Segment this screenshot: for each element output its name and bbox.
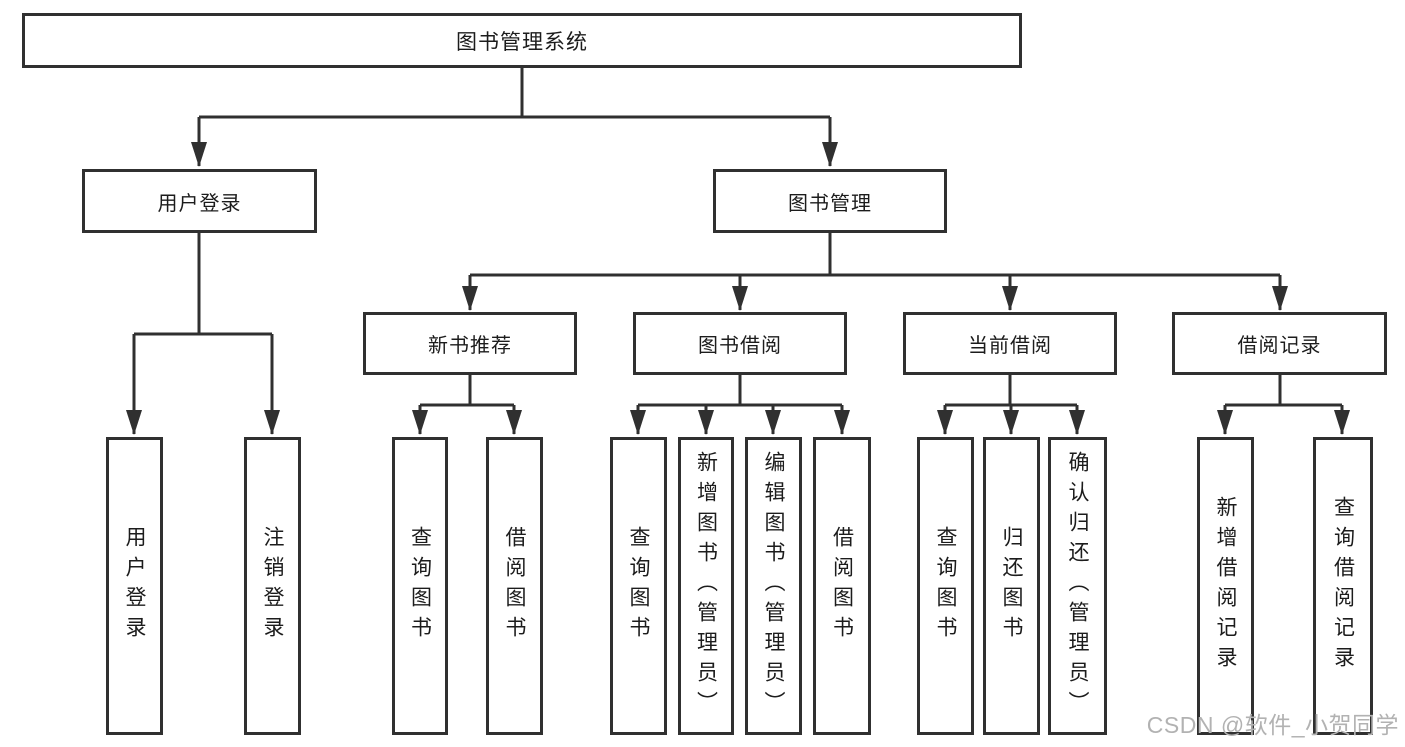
leaf-edit-books-admin: 编辑图书（管理员）: [745, 437, 802, 735]
node-borrow-records: 借阅记录: [1172, 312, 1387, 375]
node-current-borrowing: 当前借阅: [903, 312, 1117, 375]
node-new-book-recommend: 新书推荐: [363, 312, 577, 375]
node-label: 图书管理系统: [456, 30, 588, 54]
csdn-watermark: CSDN @软件_小贺同学: [1146, 712, 1399, 738]
node-label: 图书管理: [788, 192, 872, 215]
leaf-query-books-recommend: 查询图书: [392, 437, 448, 735]
leaf-add-books-admin: 新增图书（管理员）: [678, 437, 734, 735]
leaf-logout: 注销登录: [244, 437, 301, 735]
leaf-add-borrow-record: 新增借阅记录: [1197, 437, 1254, 735]
node-label: 借阅记录: [1237, 335, 1322, 357]
leaf-query-borrow-record: 查询借阅记录: [1313, 437, 1373, 735]
node-user-login: 用户登录: [82, 169, 317, 233]
node-book-borrowing: 图书借阅: [633, 312, 847, 375]
node-label: 查询图书: [934, 526, 957, 646]
leaf-query-books-borrowing: 查询图书: [610, 437, 667, 735]
leaf-return-books: 归还图书: [983, 437, 1040, 735]
node-label: 用户登录: [123, 526, 146, 646]
leaf-borrow-books-borrowing: 借阅图书: [813, 437, 871, 735]
leaf-confirm-return-admin: 确认归还（管理员）: [1048, 437, 1107, 735]
leaf-user-login: 用户登录: [106, 437, 163, 735]
node-label: 新增借阅记录: [1214, 496, 1237, 676]
node-label: 查询图书: [408, 526, 432, 646]
node-label: 归还图书: [1000, 526, 1023, 646]
node-label: 注销登录: [261, 526, 284, 646]
node-label: 编辑图书（管理员）: [762, 451, 785, 721]
node-label: 查询借阅记录: [1331, 496, 1355, 676]
node-label: 借阅图书: [830, 526, 854, 646]
node-label: 新增图书（管理员）: [694, 451, 718, 721]
node-label: 新书推荐: [428, 335, 512, 357]
node-root: 图书管理系统: [22, 13, 1022, 68]
node-label: 当前借阅: [968, 335, 1052, 357]
node-book-management: 图书管理: [713, 169, 947, 233]
node-label: 查询图书: [627, 526, 650, 646]
node-label: 图书借阅: [698, 335, 782, 357]
leaf-query-books-current: 查询图书: [917, 437, 974, 735]
node-label: 确认归还（管理员）: [1066, 451, 1089, 721]
node-label: 用户登录: [157, 192, 242, 215]
node-label: 借阅图书: [503, 526, 526, 646]
leaf-borrow-books-recommend: 借阅图书: [486, 437, 543, 735]
